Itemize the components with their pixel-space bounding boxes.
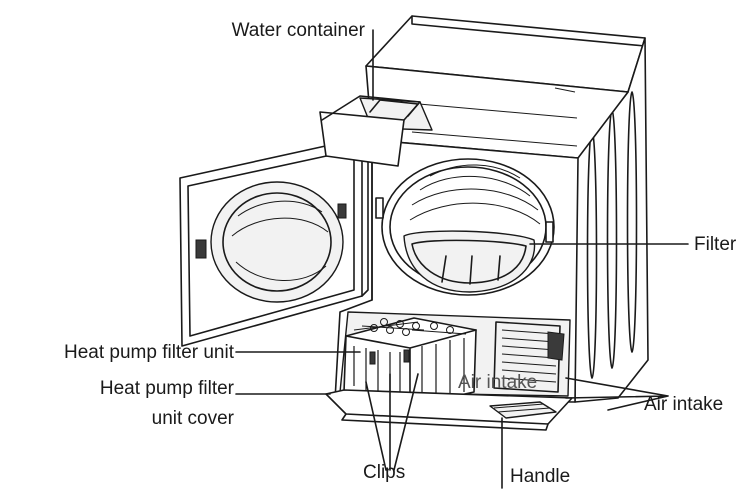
water-container-drawer: [319, 111, 405, 167]
label-heat-pump-filter-unit: Heat pump filter unit: [63, 342, 234, 363]
leader-clips: [365, 373, 419, 471]
label-water-container: Water container: [231, 20, 365, 41]
label-heat-pump-filter-unit-cover-line2: unit cover: [151, 408, 234, 429]
label-air-intake: Air intake: [644, 394, 724, 415]
label-handle: Handle: [510, 466, 571, 487]
side-panel-ribs: [586, 91, 638, 379]
door-window: [210, 181, 344, 303]
clip-right: [403, 349, 410, 363]
heat-exchanger: [493, 321, 561, 393]
label-heat-pump-filter-unit-cover-line1: Heat pump filter: [99, 378, 234, 399]
label-air-intake-inner: Air intake: [458, 372, 538, 393]
label-filter: Filter: [694, 234, 737, 255]
label-clips: Clips: [363, 462, 406, 483]
drum-ribs: [409, 164, 541, 225]
leader-air-intake: [565, 377, 669, 411]
clip-left: [369, 351, 376, 365]
